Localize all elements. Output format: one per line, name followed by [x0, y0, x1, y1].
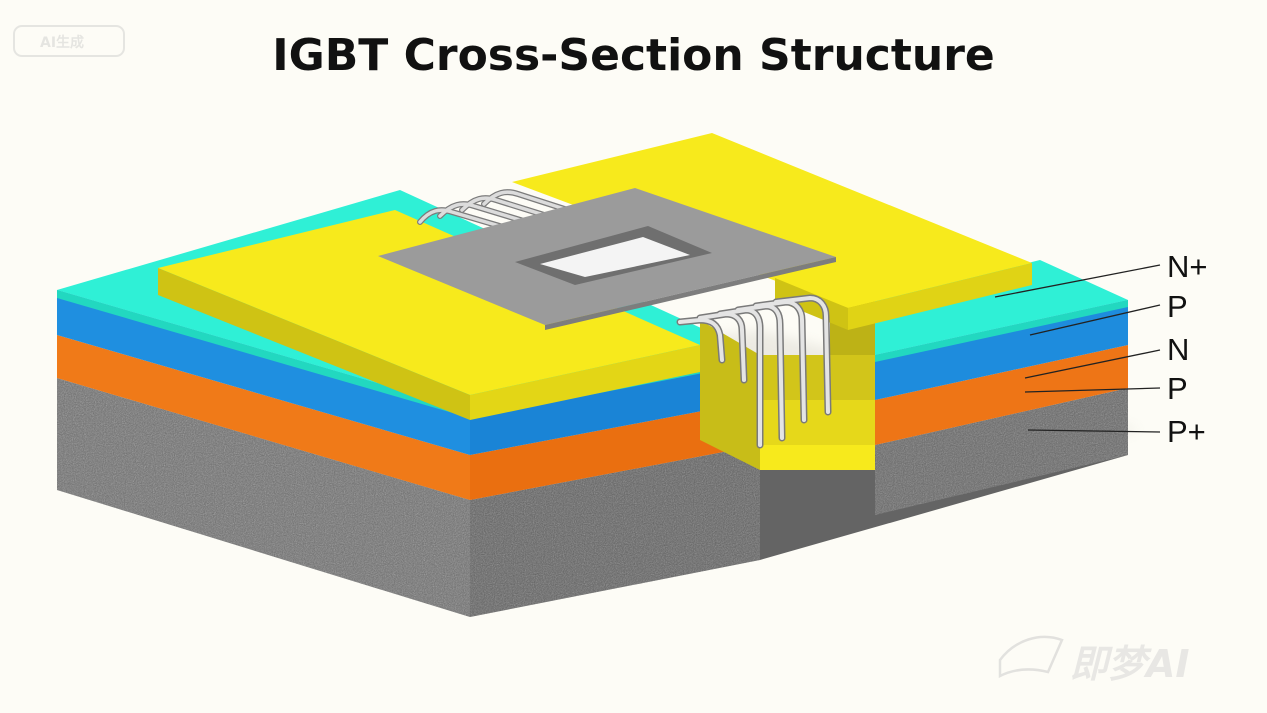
leader-p: [1024, 387, 1161, 393]
watermark-bottom-right: 即梦AI: [998, 635, 1190, 686]
blue-n-layer: [57, 290, 1128, 455]
leader-p-top: [1029, 304, 1161, 336]
leader-n: [1024, 349, 1161, 379]
label-p-top: P: [1167, 289, 1188, 324]
substrate-layer: [57, 378, 1128, 617]
watermark-top-left-text: AI生成: [40, 34, 84, 51]
label-n: N: [1167, 332, 1189, 367]
gate-plate: [378, 188, 836, 330]
front-bond-wires: [676, 294, 832, 449]
plate-window: [540, 237, 690, 277]
leader-n-plus: [994, 264, 1161, 298]
diagram-title: IGBT Cross-Section Structure: [272, 30, 995, 81]
watermark-bottom-right-text: 即梦AI: [1070, 642, 1190, 686]
watermark-top-left: AI生成: [13, 25, 125, 57]
label-p: P: [1167, 371, 1188, 406]
label-p-plus: P+: [1167, 414, 1206, 449]
left-yellow-pad: [158, 210, 700, 420]
back-bond-wires: [417, 189, 583, 235]
layer-labels: N+ P N P P+: [1167, 249, 1208, 449]
label-n-plus: N+: [1167, 249, 1208, 284]
leader-lines: [994, 264, 1161, 433]
right-yellow-pad: [512, 133, 1032, 330]
leader-p-plus: [1027, 429, 1161, 433]
logo-icon: [998, 635, 1064, 679]
